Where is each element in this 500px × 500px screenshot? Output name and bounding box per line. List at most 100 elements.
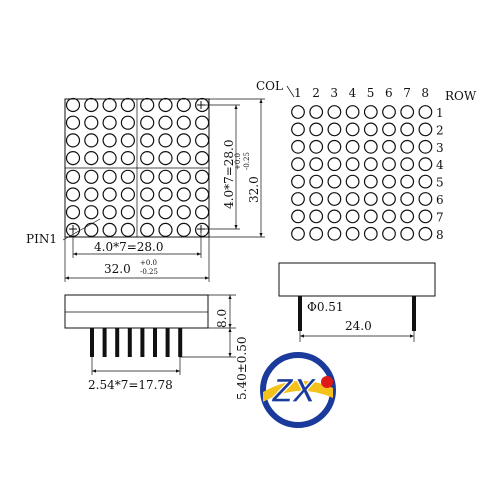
side-pin xyxy=(127,328,132,357)
row-number: 7 xyxy=(436,210,444,224)
schematic-led xyxy=(345,122,360,137)
logo-swoosh xyxy=(263,380,333,402)
front-led xyxy=(84,222,99,237)
front-led xyxy=(84,133,99,148)
schematic-led xyxy=(309,105,324,119)
dim-width-outer-label: 32.0 xyxy=(104,262,131,276)
side-pin xyxy=(115,328,120,357)
front-led xyxy=(102,205,117,220)
schematic-led xyxy=(363,174,378,189)
schematic-led xyxy=(382,209,396,224)
schematic-led xyxy=(309,174,324,189)
schematic-led xyxy=(327,139,342,154)
schematic-led xyxy=(363,105,378,119)
front-led xyxy=(158,97,173,113)
schematic-led xyxy=(345,209,360,224)
schematic-led xyxy=(418,157,433,172)
schematic-led xyxy=(291,157,305,172)
end-view: Φ0.51 24.0 xyxy=(278,262,436,342)
front-led xyxy=(176,133,191,148)
front-led xyxy=(120,169,136,184)
front-led xyxy=(120,205,136,220)
front-led xyxy=(120,151,136,166)
schematic-led xyxy=(363,139,378,154)
front-led xyxy=(120,187,136,202)
front-led xyxy=(140,133,155,148)
schematic-led xyxy=(345,226,360,241)
column-number: 3 xyxy=(330,86,338,100)
schematic-led xyxy=(418,122,433,137)
side-pin xyxy=(153,328,157,357)
front-led xyxy=(195,187,210,202)
front-led xyxy=(176,205,191,220)
schematic-led xyxy=(418,139,433,154)
schematic-led xyxy=(363,192,378,206)
schematic-led xyxy=(309,192,324,206)
schematic-led xyxy=(309,226,324,241)
dim-width-inner-label: 4.0*7=28.0 xyxy=(94,240,164,254)
front-led xyxy=(158,187,173,202)
schematic-led xyxy=(309,122,324,137)
schematic-led xyxy=(382,139,396,154)
schematic-led xyxy=(382,192,396,206)
schematic-led xyxy=(400,157,415,172)
front-led xyxy=(84,187,99,202)
front-led xyxy=(120,97,136,113)
front-led xyxy=(158,205,173,220)
row-number: 5 xyxy=(436,176,444,190)
side-pin xyxy=(90,328,94,357)
column-number: 6 xyxy=(385,86,393,100)
front-led xyxy=(158,133,173,148)
schematic-led xyxy=(327,157,342,172)
schematic-led xyxy=(400,139,415,154)
dim-height-tol-bottom: -0.25 xyxy=(243,152,251,170)
front-led xyxy=(176,97,191,113)
schematic-led xyxy=(345,192,360,206)
schematic-led xyxy=(291,174,305,189)
front-led xyxy=(176,151,191,166)
schematic-led xyxy=(327,122,342,137)
side-pin xyxy=(140,328,145,357)
dim-width-tol-bottom: -0.25 xyxy=(140,268,158,276)
side-pin xyxy=(165,328,170,357)
front-led xyxy=(84,115,99,130)
schematic-led xyxy=(327,192,342,206)
row-number: 4 xyxy=(436,158,444,172)
schematic-led xyxy=(345,139,360,154)
schematic-led xyxy=(363,122,378,137)
schematic-led xyxy=(418,174,433,189)
side-pin xyxy=(178,328,183,357)
front-led xyxy=(195,222,210,237)
schematic-led xyxy=(400,174,415,189)
dim-width-tol-top: +0.0 xyxy=(140,259,157,267)
zx-logo: ZX xyxy=(260,352,336,428)
col-label-leader xyxy=(286,85,295,98)
front-led xyxy=(65,133,81,148)
front-led xyxy=(140,187,155,202)
row-number: 6 xyxy=(436,193,444,207)
dim-height-tol-top: +0.0 xyxy=(234,153,242,170)
column-number: 5 xyxy=(367,86,375,100)
schematic-led xyxy=(418,192,433,206)
schematic-led xyxy=(291,226,305,241)
pin1-leader xyxy=(62,218,101,241)
column-number: 2 xyxy=(312,86,320,100)
front-led xyxy=(158,115,173,130)
end-pin-right xyxy=(412,296,416,331)
schematic-led xyxy=(291,192,305,206)
front-led xyxy=(195,115,210,130)
schematic-led xyxy=(382,122,396,137)
side-body xyxy=(64,294,209,329)
front-led xyxy=(120,115,136,130)
front-led xyxy=(102,97,117,113)
row-label: ROW xyxy=(445,89,477,103)
end-body xyxy=(278,262,436,297)
front-view: PIN1 4.0*7=28.0 32.0 +0.0 -0.25 4.0*7=28… xyxy=(26,97,265,282)
schematic-led-grid xyxy=(291,105,433,241)
row-number: 2 xyxy=(436,123,444,137)
schematic-led xyxy=(291,139,305,154)
front-led xyxy=(140,222,155,237)
front-led xyxy=(84,205,99,220)
